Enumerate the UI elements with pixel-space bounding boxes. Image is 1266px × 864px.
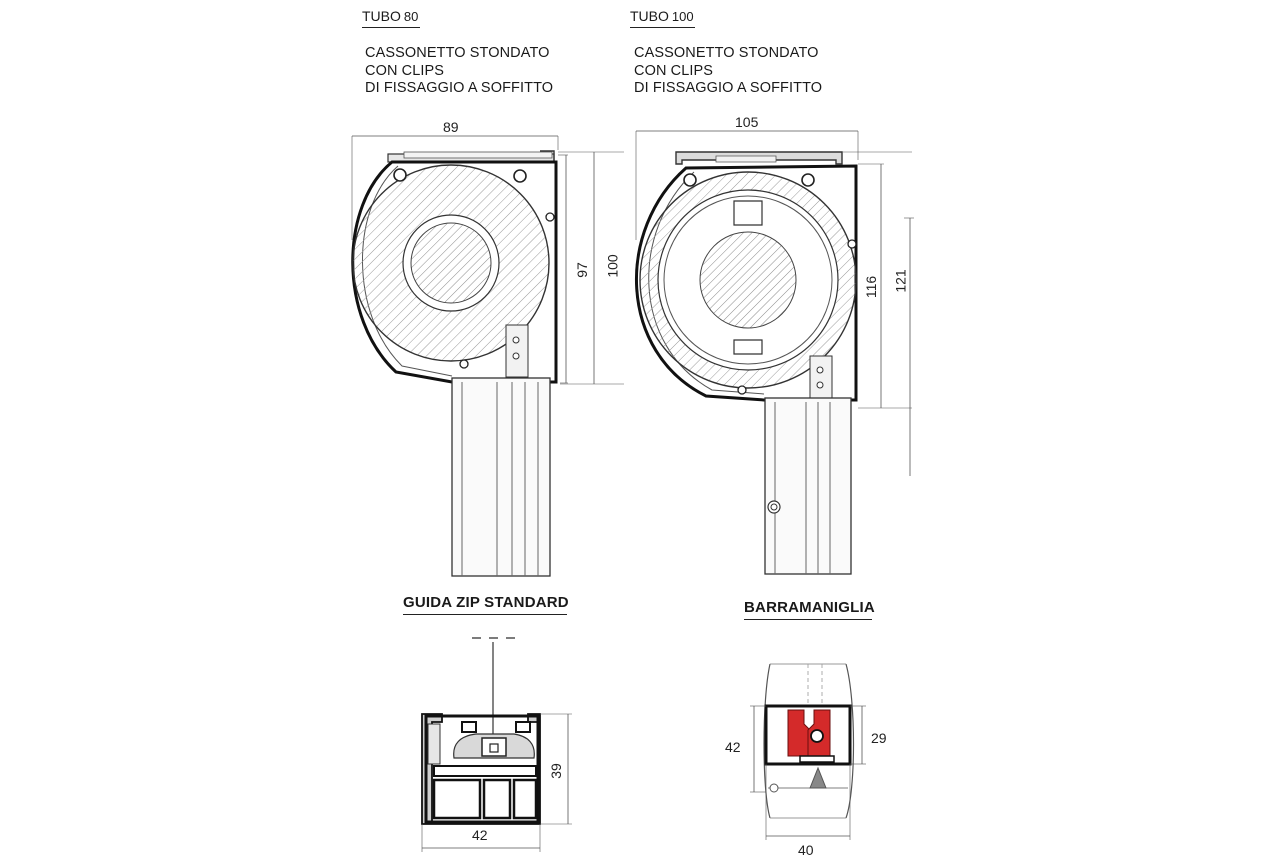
barra-title: BARRAMANIGLIA (744, 599, 875, 616)
tubo80-dim-width: 89 (443, 119, 459, 135)
tubo80-desc-line-2: CON CLIPS (365, 62, 445, 79)
tubo80-desc-line-3: DI FISSAGGIO A SOFFITTO (365, 80, 554, 96)
tubo80-description: CASSONETTO STONDATO CON CLIPS DI FISSAGG… (365, 45, 553, 98)
tubo100-desc-line-1: CASSONETTO STONDATO (634, 45, 819, 61)
tubo80-cassette-drawing (351, 135, 624, 577)
guida-zip-drawing (421, 637, 572, 852)
tubo100-underline (630, 27, 695, 28)
tubo80-underline (362, 27, 420, 28)
tubo100-description: CASSONETTO STONDATO CON CLIPS DI FISSAGG… (634, 45, 822, 98)
tubo100-cassette-drawing (635, 130, 914, 575)
barra-underline (744, 619, 872, 620)
barra-dim-40: 40 (798, 842, 814, 858)
tubo100-desc-line-2: CON CLIPS (634, 62, 714, 79)
barra-dim-42: 42 (725, 739, 741, 755)
tubo100-desc-line-3: DI FISSAGGIO A SOFFITTO (634, 80, 823, 96)
guida-underline (403, 614, 567, 615)
guida-title: GUIDA ZIP STANDARD (403, 594, 569, 611)
tubo100-dim-width: 105 (735, 114, 759, 130)
barra-drawing (750, 663, 866, 840)
guida-dim-width: 42 (472, 827, 488, 843)
barra-dim-29: 29 (871, 730, 887, 746)
tubo80-desc-line-1: CASSONETTO STONDATO (365, 45, 550, 61)
